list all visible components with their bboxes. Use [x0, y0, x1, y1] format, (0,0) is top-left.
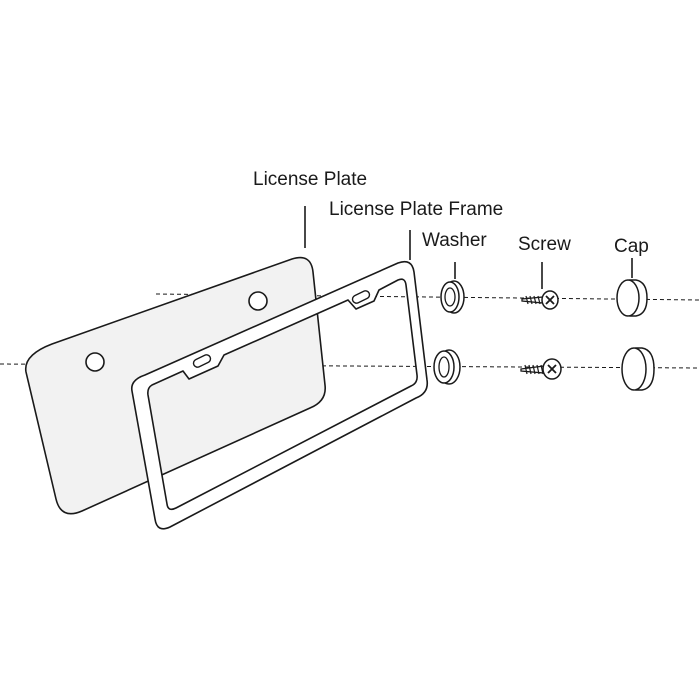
screw-label: Screw: [518, 234, 571, 255]
alignment-line-lower: [0, 363, 700, 369]
license-plate-frame-label: License Plate Frame: [329, 199, 504, 220]
license-plate-label: License Plate: [253, 169, 368, 190]
screw-lower: [520, 358, 562, 380]
license-plate-shape: [24, 256, 327, 515]
cap-label: Cap: [614, 236, 649, 257]
washer-lower: [433, 349, 461, 385]
frame-slot-upper: [351, 290, 371, 304]
washer-upper: [440, 280, 465, 314]
cap-upper: [616, 279, 648, 317]
washer-label: Washer: [422, 230, 487, 251]
cap-lower: [621, 347, 655, 391]
frame-slot-lower: [192, 354, 212, 368]
license-plate-frame-shape: [130, 260, 429, 530]
screw-upper: [521, 290, 559, 310]
plate-bolt-hole-upper: [248, 291, 268, 311]
plate-bolt-hole-lower: [85, 352, 105, 372]
